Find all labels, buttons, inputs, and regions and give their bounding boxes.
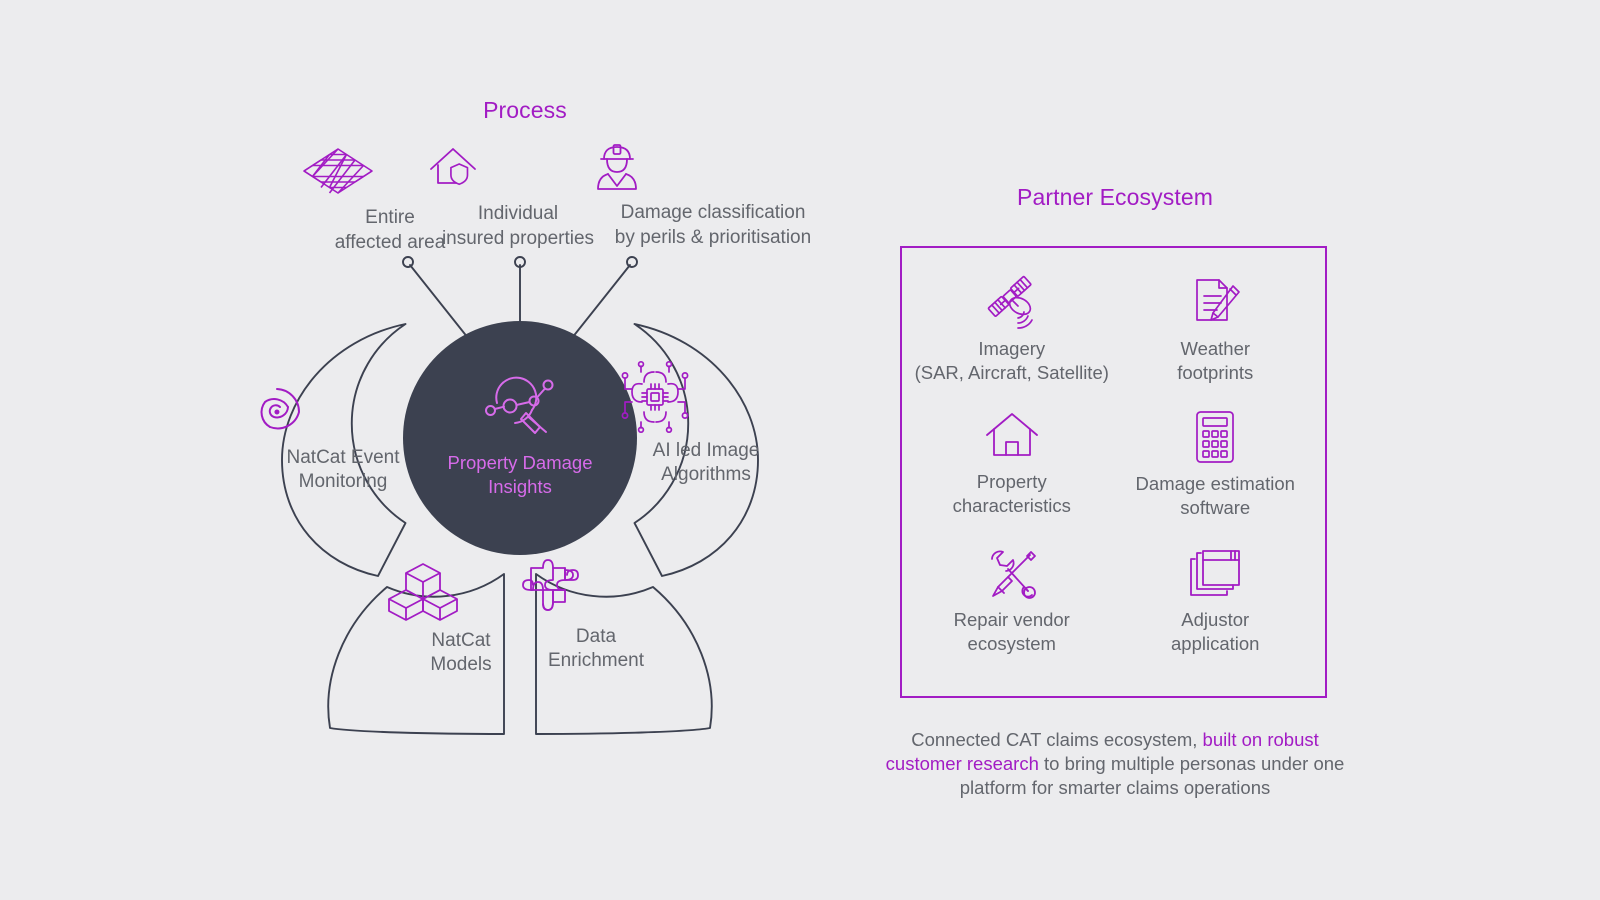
center-node-label: Property Damage Insights	[447, 452, 593, 497]
process-item-damage-classification: Damage classification by perils & priori…	[593, 142, 833, 250]
spiral-cyclone-icon	[250, 385, 436, 439]
house-shield-icon	[428, 145, 608, 193]
partner-item-label: Weather footprints	[1177, 338, 1254, 383]
petal-ai-led-image-algorithms	[633, 323, 759, 577]
partner-item-label: Imagery (SAR, Aircraft, Satellite)	[914, 338, 1109, 383]
petal-label-text: Data Enrichment	[547, 626, 645, 671]
partner-item-repair-vendor-ecosystem[interactable]: Repair vendor ecosystem	[910, 547, 1114, 684]
petal-label-text: NatCat Event Monitoring	[286, 447, 400, 492]
magnifier-network-icon	[483, 376, 557, 435]
petal-label-text: NatCat Models	[430, 630, 492, 675]
process-item-label: Damage classification by perils & priori…	[614, 202, 812, 248]
partner-item-label: Repair vendor ecosystem	[953, 608, 1070, 654]
document-pencil-icon	[1185, 272, 1245, 330]
partner-item-adjustor-application[interactable]: Adjustor application	[1114, 547, 1318, 684]
house-outline-icon	[984, 409, 1040, 463]
calculator-icon	[1191, 409, 1239, 465]
caption-part-2: to bring multiple personas under one pla…	[959, 753, 1345, 798]
ai-chip-brain-icon	[620, 360, 792, 434]
center-node-property-damage-insights[interactable]: Property Damage Insights	[403, 321, 637, 555]
partner-item-label: Adjustor application	[1171, 608, 1260, 654]
petal-label-ai-led-image-algorithms[interactable]: AI led Image Algorithms	[620, 360, 792, 487]
partner-item-weather-footprints[interactable]: Weather footprints	[1114, 272, 1318, 409]
connector-dot-middle	[514, 256, 526, 268]
partner-item-imagery[interactable]: Imagery (SAR, Aircraft, Satellite)	[910, 272, 1114, 409]
caption-part-1: Connected CAT claims ecosystem,	[911, 729, 1203, 750]
satellite-icon	[982, 272, 1042, 330]
petal-data-enrichment	[535, 573, 713, 735]
connector-dot-left	[402, 256, 414, 268]
process-item-individual-insured-properties: Individual insured properties	[428, 145, 608, 251]
puzzle-pieces-icon	[521, 558, 671, 618]
partner-item-label: Damage estimation software	[1135, 473, 1295, 519]
cubes-stack-icon	[385, 560, 537, 622]
partner-item-property-characteristics[interactable]: Property characteristics	[910, 409, 1114, 546]
ecosystem-caption: Connected CAT claims ecosystem, built on…	[885, 728, 1345, 800]
partner-item-label: Property characteristics	[952, 471, 1071, 517]
petal-label-natcat-event-monitoring[interactable]: NatCat Event Monitoring	[250, 385, 436, 494]
flower-diagram	[281, 256, 759, 735]
petal-natcat-event-monitoring	[281, 323, 407, 577]
process-item-label: Individual insured properties	[441, 203, 595, 249]
petal-natcat-models	[327, 573, 505, 735]
process-item-label: Entire affected area	[334, 207, 446, 253]
petal-label-data-enrichment[interactable]: Data Enrichment	[521, 558, 671, 673]
partner-ecosystem-panel	[900, 246, 1327, 698]
grid-mesh-icon	[300, 145, 480, 197]
connector-line-left	[409, 264, 473, 344]
partner-ecosystem-heading: Partner Ecosystem	[1017, 184, 1213, 210]
process-heading: Process	[483, 97, 567, 123]
caption-highlight: built on robust customer research	[885, 729, 1319, 774]
window-app-icon	[1187, 547, 1243, 601]
connector-dot-right	[626, 256, 638, 268]
worker-hardhat-icon	[593, 142, 833, 192]
partner-item-damage-estimation-software[interactable]: Damage estimation software	[1114, 409, 1318, 546]
wrench-screwdriver-icon	[984, 547, 1040, 601]
petal-label-text: AI led Image Algorithms	[652, 440, 760, 485]
connector-line-right	[567, 264, 631, 344]
petal-label-natcat-models[interactable]: NatCat Models	[385, 560, 537, 677]
process-item-entire-affected-area: Entire affected area	[300, 145, 480, 255]
partner-ecosystem-grid: Imagery (SAR, Aircraft, Satellite)	[900, 246, 1327, 698]
